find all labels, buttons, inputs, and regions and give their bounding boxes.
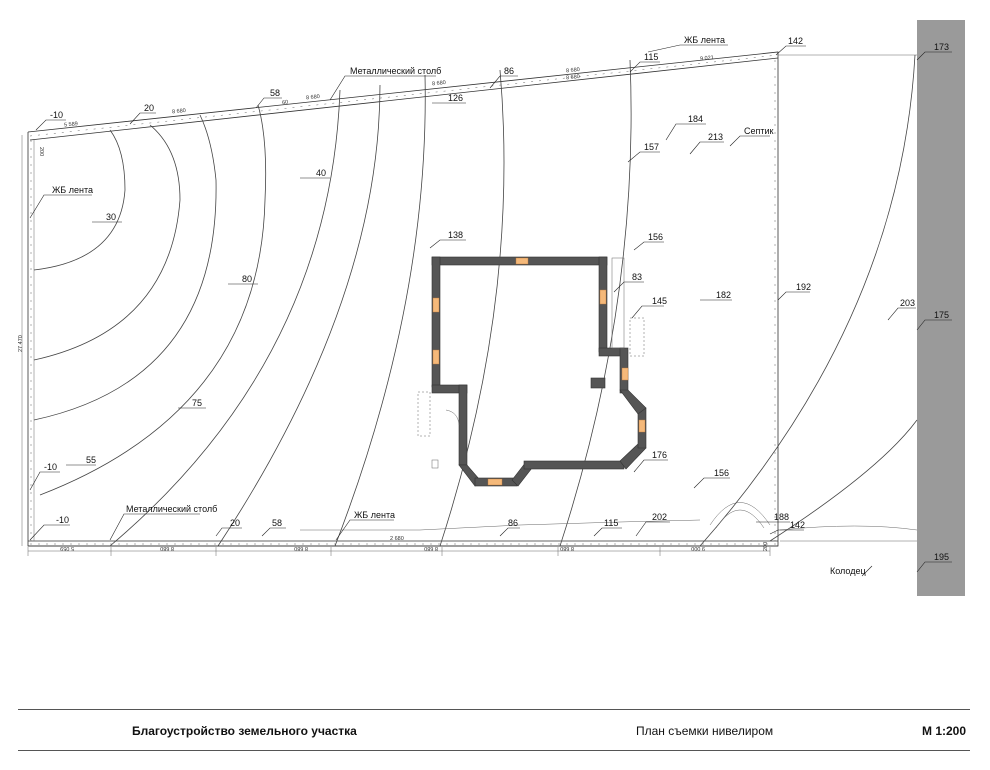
label-58-bottom: 58 — [272, 518, 282, 528]
plot-boundary — [27, 51, 917, 547]
dim-bottom-3: 8 680 — [294, 545, 308, 551]
footer-top-rule — [18, 709, 970, 710]
footer-bottom-rule — [18, 750, 970, 751]
dim-bottom-1: 5 059 — [60, 545, 74, 551]
top-dimensions: 5 589 8 680 8 680 8 680 8 680 8 680 9 02… — [64, 55, 714, 542]
label-157: 157 — [644, 142, 659, 152]
bottom-dimensions: 5 059 8 680 8 680 8 680 8 680 9 000 200 — [27, 542, 771, 556]
dim-top-6: 8 680 — [566, 74, 580, 81]
dim-top-5: 8 680 — [566, 67, 580, 74]
label-145: 145 — [652, 296, 667, 306]
label-184: 184 — [688, 114, 703, 124]
label-75: 75 — [192, 398, 202, 408]
dim-top-2: 8 680 — [172, 108, 186, 115]
label-83: 83 — [632, 272, 642, 282]
dim-left-small: 200 — [38, 147, 44, 156]
zhb-strip-bottom — [300, 502, 918, 542]
label-156-top: 156 — [648, 232, 663, 242]
label-86-top: 86 — [504, 66, 514, 76]
dim-bottom-6: 9 000 — [691, 545, 705, 551]
site-plan: 5 059 8 680 8 680 8 680 8 680 9 000 200 … — [18, 20, 965, 596]
label-zhb-bottom: ЖБ лента — [354, 510, 395, 520]
label-115-top: 115 — [644, 52, 658, 62]
dim-right-small: 200 — [763, 542, 769, 551]
sheet-title: План съемки нивелиром — [636, 724, 774, 738]
label-175: 175 — [934, 310, 949, 320]
label-30: 30 — [106, 212, 116, 222]
label-173: 173 — [934, 42, 949, 52]
dim-bottom-4: 8 680 — [424, 545, 438, 551]
label-zhb-top: ЖБ лента — [684, 35, 725, 45]
label-metal-pole-bottom: Металлический столб — [126, 504, 217, 514]
label-metal-pole-top: Металлический столб — [350, 66, 441, 76]
dim-top-3: 8 680 — [306, 94, 320, 101]
label-203: 203 — [900, 298, 915, 308]
label-126: 126 — [448, 93, 463, 103]
house — [417, 256, 647, 487]
label-182: 182 — [716, 290, 731, 300]
label-115-bottom: 115 — [604, 518, 618, 528]
label-86-bottom: 86 — [508, 518, 518, 528]
label-195: 195 — [934, 552, 949, 562]
label-40: 40 — [316, 168, 326, 178]
scale-label: М 1:200 — [922, 724, 967, 738]
label-m10-mid: -10 — [44, 462, 57, 472]
dim-bottom-5: 8 680 — [560, 545, 574, 551]
label-188: 188 — [774, 512, 789, 522]
label-58-top: 58 — [270, 88, 280, 98]
label-138: 138 — [448, 230, 463, 240]
label-well: Колодец — [830, 566, 866, 576]
label-m10-top: -10 — [50, 110, 63, 120]
label-213: 213 — [708, 132, 723, 142]
dim-mid-small: 60 — [282, 100, 289, 107]
label-septic: Септик — [744, 126, 774, 136]
dim-mid-bottom: 2 680 — [390, 536, 404, 542]
left-dimensions: 27 470 200 — [18, 135, 44, 546]
leader-lines — [29, 44, 952, 577]
label-55: 55 — [86, 455, 96, 465]
label-142-bottom: 142 — [790, 520, 805, 530]
label-80: 80 — [242, 274, 252, 284]
elevation-labels: -10 20 58 Металлический столб 86 115 ЖБ … — [44, 35, 949, 576]
dim-bottom-2: 8 680 — [160, 545, 174, 551]
dim-top-7: 9 021 — [700, 55, 714, 62]
label-20-top: 20 — [144, 103, 154, 113]
label-m10-bottom: -10 — [56, 515, 69, 525]
contour-lines — [33, 54, 918, 547]
label-192: 192 — [796, 282, 811, 292]
dim-top-1: 5 589 — [64, 121, 78, 128]
label-20-bottom: 20 — [230, 518, 240, 528]
label-zhb-left: ЖБ лента — [52, 185, 93, 195]
label-176: 176 — [652, 450, 667, 460]
label-142-top: 142 — [788, 36, 803, 46]
road-strip — [917, 20, 965, 596]
project-title: Благоустройство земельного участка — [132, 724, 357, 738]
dim-top-4: 8 680 — [432, 80, 446, 87]
label-156-bottom: 156 — [714, 468, 729, 478]
label-202: 202 — [652, 512, 667, 522]
dim-left-total: 27 470 — [18, 335, 24, 352]
